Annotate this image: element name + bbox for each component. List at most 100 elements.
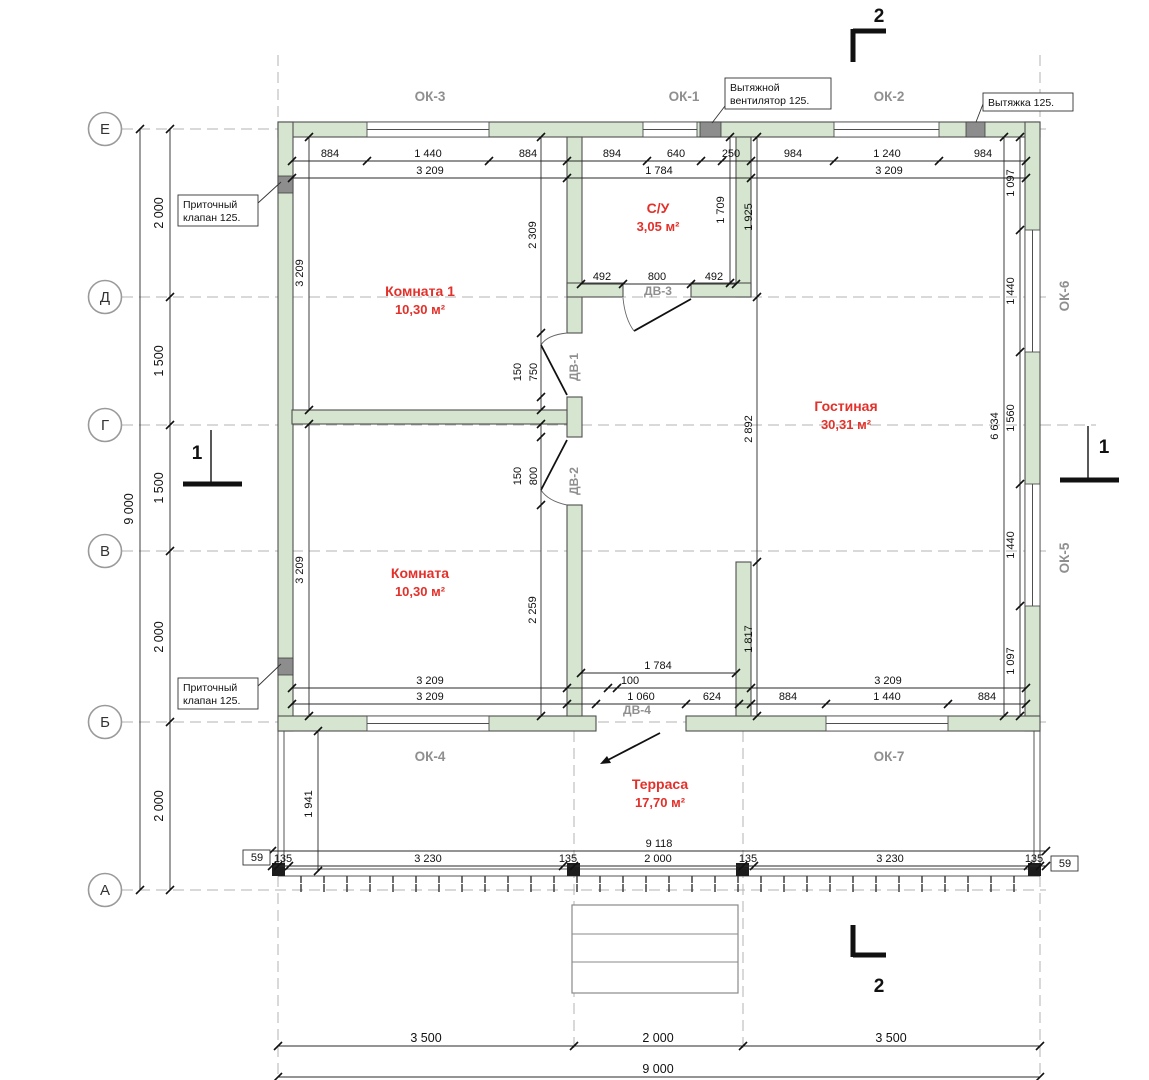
- dim-label: 135: [274, 853, 292, 865]
- dim-chain-bath-inner: [725, 132, 735, 288]
- callout-text: клапан 125.: [183, 695, 240, 707]
- terrace-edge-hatch: [284, 876, 1036, 892]
- callout-text: Приточный: [183, 199, 237, 211]
- dim-label: 3 500: [875, 1031, 906, 1045]
- dim-label: 492: [593, 271, 611, 283]
- wall-interior-middle-junction: [566, 396, 583, 438]
- dim-label: 59: [251, 852, 263, 864]
- axis-letter: Е: [100, 121, 110, 138]
- callout-exhaust: [982, 92, 1074, 112]
- axis-letter: Г: [101, 417, 109, 434]
- window-tag-ok2: ОК-2: [874, 89, 905, 104]
- axis-letter: А: [100, 882, 110, 899]
- dim-chain-mid-lower: [536, 419, 546, 721]
- dim-label: 1 097: [1005, 169, 1017, 197]
- dim-label: 1 060: [627, 691, 655, 703]
- dim-labels-bottom-overall: 3 500 2 000 3 500 9 000: [410, 1031, 906, 1076]
- dim-label: 3 209: [416, 691, 444, 703]
- wall-living-southwest: [735, 561, 752, 717]
- dim-box: [242, 849, 271, 866]
- door-tag-dv4: ДВ-4: [623, 703, 651, 717]
- dim-label: 2 892: [743, 415, 755, 443]
- window-tag-ok6: ОК-6: [1057, 280, 1072, 311]
- room-name: Комната 1: [385, 283, 455, 299]
- dim-label: 2 000: [642, 1031, 673, 1045]
- dim-labels-top-2: 3 209 1 784 3 209: [416, 165, 903, 177]
- dim-labels-top-1: 884 1 440 884 894 640 250 984 1 240 984: [321, 148, 992, 160]
- window-tag-ok7: ОК-7: [874, 749, 905, 764]
- dim-label: 3 230: [414, 853, 442, 865]
- door-tag-dv3: ДВ-3: [644, 284, 672, 298]
- dim-labels-plinth: 9 118 59 135 3 230 135 2 000 135 3 230 1…: [242, 838, 1079, 872]
- door-tag-dv2: ДВ-2: [567, 467, 581, 495]
- dim-label: 9 000: [642, 1062, 673, 1076]
- dim-chain-left-total: [135, 124, 145, 895]
- dim-label: 135: [559, 853, 577, 865]
- room-name: Гостиная: [814, 398, 877, 414]
- section-marks: 2 2 1 1: [183, 6, 1119, 997]
- dim-label: 640: [667, 148, 685, 160]
- dim-label: 800: [528, 467, 540, 485]
- dim-chain-room2-west: [304, 419, 314, 721]
- dim-label: 1 560: [1005, 404, 1017, 432]
- wall-bathroom-south-left: [566, 282, 624, 298]
- room-area: 17,70 м²: [635, 795, 686, 810]
- dim-label: 1 500: [152, 472, 166, 503]
- callout-exhaust-fan: [724, 77, 832, 110]
- callout-text: клапан 125.: [183, 212, 240, 224]
- window-tag-ok1: ОК-1: [669, 89, 700, 104]
- dim-label: 2 309: [527, 221, 539, 249]
- dim-label: 1 440: [1005, 531, 1017, 559]
- door-dv3-leaf: [633, 298, 692, 332]
- dim-label: 750: [528, 363, 540, 381]
- exhaust-fan-block: [699, 121, 722, 138]
- dim-label: 3 209: [416, 165, 444, 177]
- dim-chain-plinth: [267, 861, 1051, 871]
- dim-chain-bottom-a: [576, 668, 741, 678]
- dim-labels-vertical-interior: 3 209 3 209 2 309 150 750 150 800 2 259 …: [294, 169, 1017, 818]
- dim-label: 135: [739, 853, 757, 865]
- dim-label: 3 209: [294, 259, 306, 287]
- dim-label: 884: [779, 691, 797, 703]
- room-area: 10,30 м²: [395, 584, 446, 599]
- dim-chain-terrace-depth: [313, 726, 323, 876]
- callout-text: вентилятор 125.: [730, 95, 809, 107]
- dim-label: 1 709: [715, 196, 727, 224]
- dim-label: 1 440: [873, 691, 901, 703]
- dim-label: 1 500: [152, 345, 166, 376]
- dim-chain-right-total: [999, 132, 1009, 721]
- exhaust-block: [965, 121, 986, 138]
- dim-label: 894: [603, 148, 621, 160]
- dim-label: 250: [722, 148, 740, 160]
- vent-blocks: [277, 121, 986, 676]
- entrance-steps: [571, 904, 739, 994]
- door-dv1-leaf: [540, 344, 568, 396]
- axis-bubbles: Е Д Г В Б А: [87, 111, 123, 908]
- dim-label: 9 118: [646, 838, 673, 850]
- dim-labels-bathroom: 492 800 492: [593, 271, 723, 283]
- dim-chain-living-west: [752, 132, 762, 721]
- callouts: Вытяжной вентилятор 125. Вытяжка 125. Пр…: [177, 77, 1074, 710]
- dim-label: 624: [703, 691, 721, 703]
- opening-tags: ОК-3 ОК-1 ОК-2 ОК-4 ОК-7 ОК-6 ОК-5 ДВ-1 …: [415, 89, 1072, 764]
- dim-label: 2 000: [152, 197, 166, 228]
- dim-label: 3 209: [294, 556, 306, 584]
- door-tag-dv1: ДВ-1: [567, 353, 581, 381]
- dim-chain-top-2: [287, 173, 1031, 183]
- dim-label: 492: [705, 271, 723, 283]
- callout-text: Вытяжка 125.: [988, 97, 1054, 109]
- dim-label: 59: [1059, 858, 1071, 870]
- dim-label: 3 230: [876, 853, 904, 865]
- dim-labels-left: 2 000 1 500 1 500 2 000 2 000 9 000: [122, 197, 166, 821]
- door-dv2-leaf: [540, 439, 568, 491]
- dim-label: 2 000: [644, 853, 672, 865]
- dim-labels-bottom-interior: 1 784 3 209 100 3 209 3 209 1 060 624 88…: [416, 660, 996, 703]
- dim-label: 1 097: [1005, 647, 1017, 675]
- window-tag-ok3: ОК-3: [415, 89, 446, 104]
- dim-label: 6 634: [989, 412, 1001, 440]
- windows: [366, 121, 1041, 732]
- room-labels: Комната 1 10,30 м² С/У 3,05 м² Гостиная …: [385, 200, 878, 810]
- dim-label: 3 209: [874, 675, 902, 687]
